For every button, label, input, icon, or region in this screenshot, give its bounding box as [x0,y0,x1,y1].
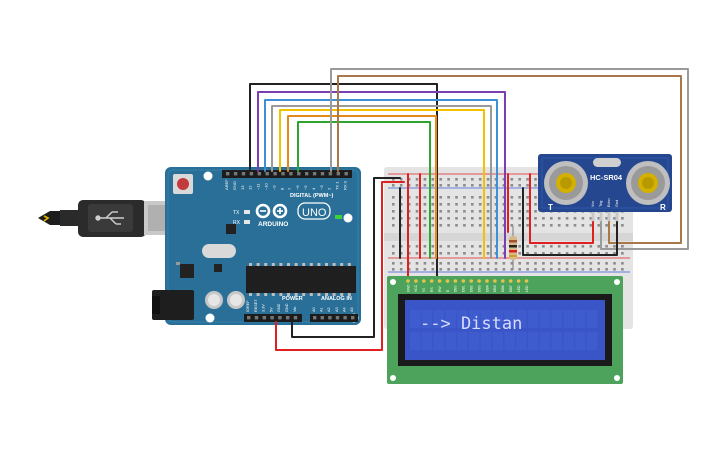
lcd-pin-label: E [446,289,450,292]
on-label: ON [344,215,352,221]
lcd-pin-label: DB4 [485,285,489,292]
wires [249,68,689,351]
lcd-pin-label: LED [525,285,529,292]
analog-pin-label: A5 [350,307,354,312]
usb-cable [38,200,168,237]
transducer-right [626,161,670,205]
digital-pin-label: GND [232,181,237,190]
power-pin-label: IOREF [246,300,250,312]
digital-label: DIGITAL (PWM~) [290,193,334,199]
wire-blue-d11 [264,99,498,259]
sensor-pin-label: Echo [607,198,611,207]
lcd-pin-label: DB7 [509,285,513,292]
wire-orange-d8 [287,115,437,259]
ultrasonic-sensor: HC-SR04 T R Vcc Trig Echo Gnd [538,154,672,222]
lcd-pin-label: DB5 [493,285,497,292]
lcd-pin-label: LED [517,285,521,292]
digital-pin-label: 4 [311,187,316,190]
lcd-pin-label: RS [430,287,434,292]
digital-pin-label: 12 [248,185,253,190]
lcd-pin-label: DB1 [462,285,466,292]
digital-pin-label: RX 0 [343,180,348,190]
wire-brown-sensor [337,75,682,244]
transducer-left [544,161,588,205]
wire-red-sensor-vcc [529,173,594,244]
digital-pin-label: 8 [279,187,284,190]
digital-pin-label: ~10 [264,182,269,190]
analog-pin-label: A1 [320,307,324,312]
power-jack [152,290,194,320]
digital-pin-label: ~11 [256,183,261,190]
wire-gray-sensor [330,68,689,250]
crystal-oscillator [202,244,236,258]
power-pin-label: GND [285,303,289,312]
digital-pin-label: 2 [327,187,332,190]
lcd-pin-label: V0 [422,288,426,292]
analog-pin-label: A2 [327,307,331,312]
rx-label: RX [233,220,241,226]
digital-pin-label: ~9 [271,185,276,190]
sensor-pin-label: Gnd [615,200,619,207]
wire-black-sensor-gnd [522,187,618,256]
atmega-chip [246,263,356,296]
sensor-t-mark: T [548,203,553,212]
lcd-display-text: --> Distan [420,314,522,334]
wire-gray-d10 [271,105,492,259]
digital-pin-label: ~5 [303,185,308,190]
analog-label: ANALOG IN [321,296,352,302]
lcd-pin-label: RW [438,286,442,292]
lcd-pin-label: GND [406,284,410,292]
capacitors [205,291,245,309]
wire-purple-d12 [257,91,506,259]
wire-green-d7 [297,121,431,259]
wire-yellow-d9 [279,109,485,259]
reset-button[interactable] [173,174,193,194]
analog-pin-label: A3 [335,307,339,312]
lcd-pin-label: VCC [414,284,418,292]
arduino-brand: ARDUINO [258,221,288,228]
analog-pin-label: A4 [342,307,346,312]
power-pin-label: GND [277,303,281,312]
lcd-pin-label: DB6 [501,285,505,292]
digital-pin-label: ~6 [295,185,300,190]
digital-header [222,170,352,178]
digital-pin-label: ~3 [319,185,324,190]
resistor [509,226,517,270]
sensor-pin-label: Vcc [591,201,595,207]
sensor-model: HC-SR04 [590,173,623,182]
lcd-pin-label: DB3 [477,285,481,292]
digital-pin-label: AREF [224,179,229,190]
tx-label: TX [233,210,240,216]
digital-pin-label: 7 [287,187,292,190]
analog-header [310,314,358,322]
power-pin-label: 5V [269,307,273,312]
sensor-pin-label: Trig [599,201,603,207]
power-pin-label: Vin [293,307,297,312]
digital-pin-label: 13 [240,185,245,190]
power-label: POWER [282,296,303,302]
arduino-logo-icon [255,203,288,219]
lcd-pin-label: DB2 [470,285,474,292]
lcd-pin-label: DB0 [454,285,458,292]
usb-icon [95,211,124,225]
power-pin-label: RESET [254,299,258,312]
digital-pin-label: TX 1 [335,181,340,190]
wire-black-gnd-pwr [291,177,401,338]
arduino-model: UNO [302,207,327,219]
power-pin-label: 3.3V [262,304,266,312]
wire-red-5v [275,181,405,351]
sensor-r-mark: R [660,203,666,212]
analog-pin-label: A0 [312,307,316,312]
